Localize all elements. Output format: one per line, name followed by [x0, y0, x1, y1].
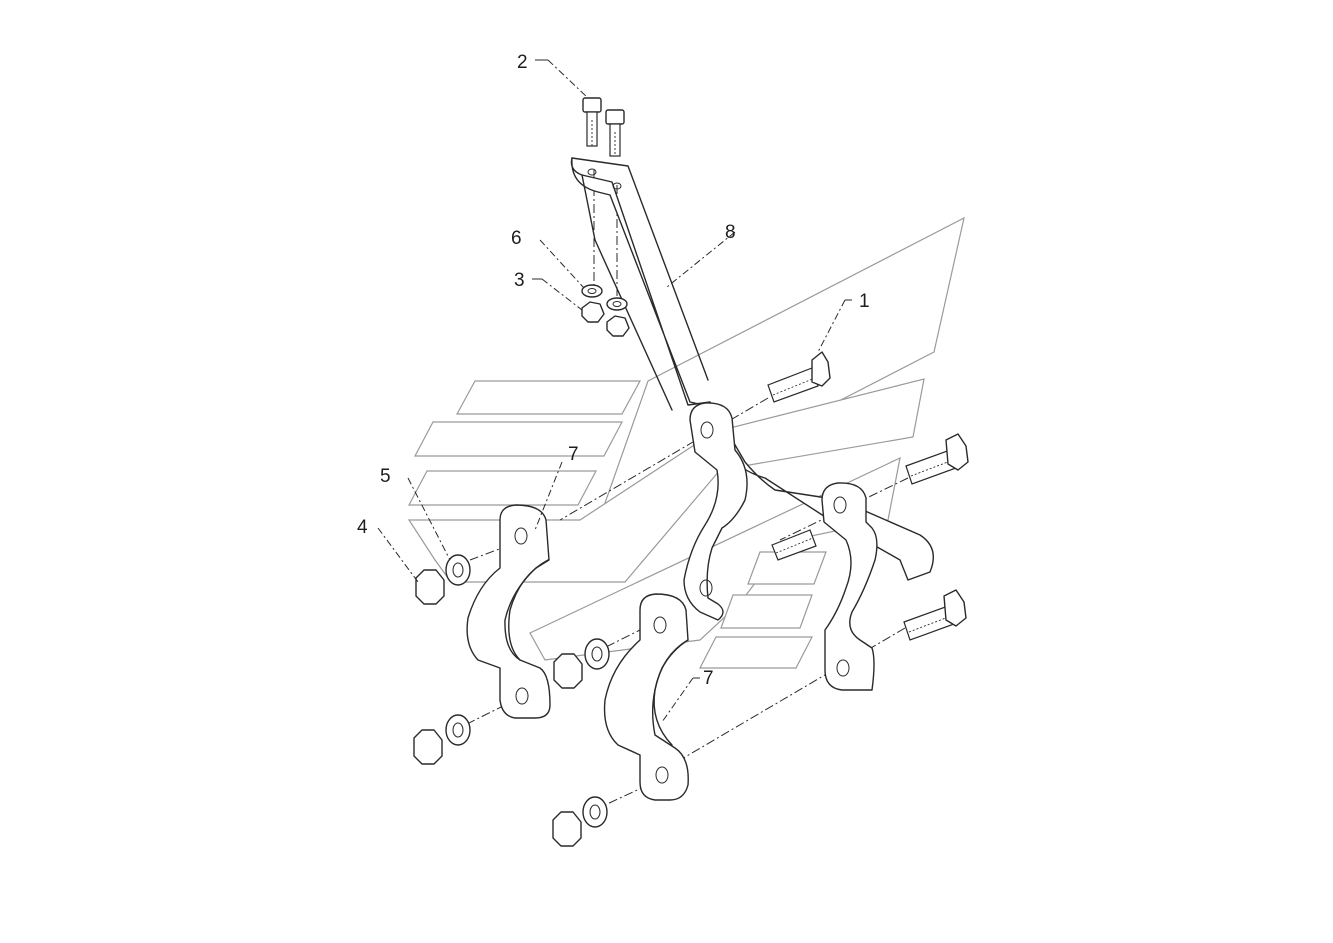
hex-bolt-lower [903, 589, 967, 641]
callout-labels: 1 2 3 4 5 6 7 7 8 [357, 52, 870, 689]
rear-pipe-clamp [683, 402, 878, 691]
callout-1: 1 [859, 291, 870, 312]
callout-2: 2 [517, 52, 528, 73]
clamp-washers-nuts [413, 554, 610, 847]
support-bracket-arm [570, 157, 934, 581]
callout-7-lower: 7 [703, 668, 714, 689]
hex-bolt-middle [905, 433, 969, 485]
callout-5: 5 [380, 466, 391, 487]
front-pipe-clamp-right [603, 593, 689, 801]
top-bolt-right [605, 109, 625, 157]
leader-lines [377, 59, 852, 723]
callout-6: 6 [511, 228, 522, 249]
top-bolt-left [582, 97, 602, 147]
top-washers-nuts [581, 284, 630, 337]
callout-8: 8 [725, 222, 736, 243]
hex-bolt-upper [767, 351, 831, 403]
hex-bolt-inner [771, 529, 817, 561]
callout-4: 4 [357, 517, 368, 538]
callout-7-upper: 7 [568, 444, 579, 465]
front-pipe-clamp-left [466, 504, 551, 719]
callout-3: 3 [514, 270, 525, 291]
